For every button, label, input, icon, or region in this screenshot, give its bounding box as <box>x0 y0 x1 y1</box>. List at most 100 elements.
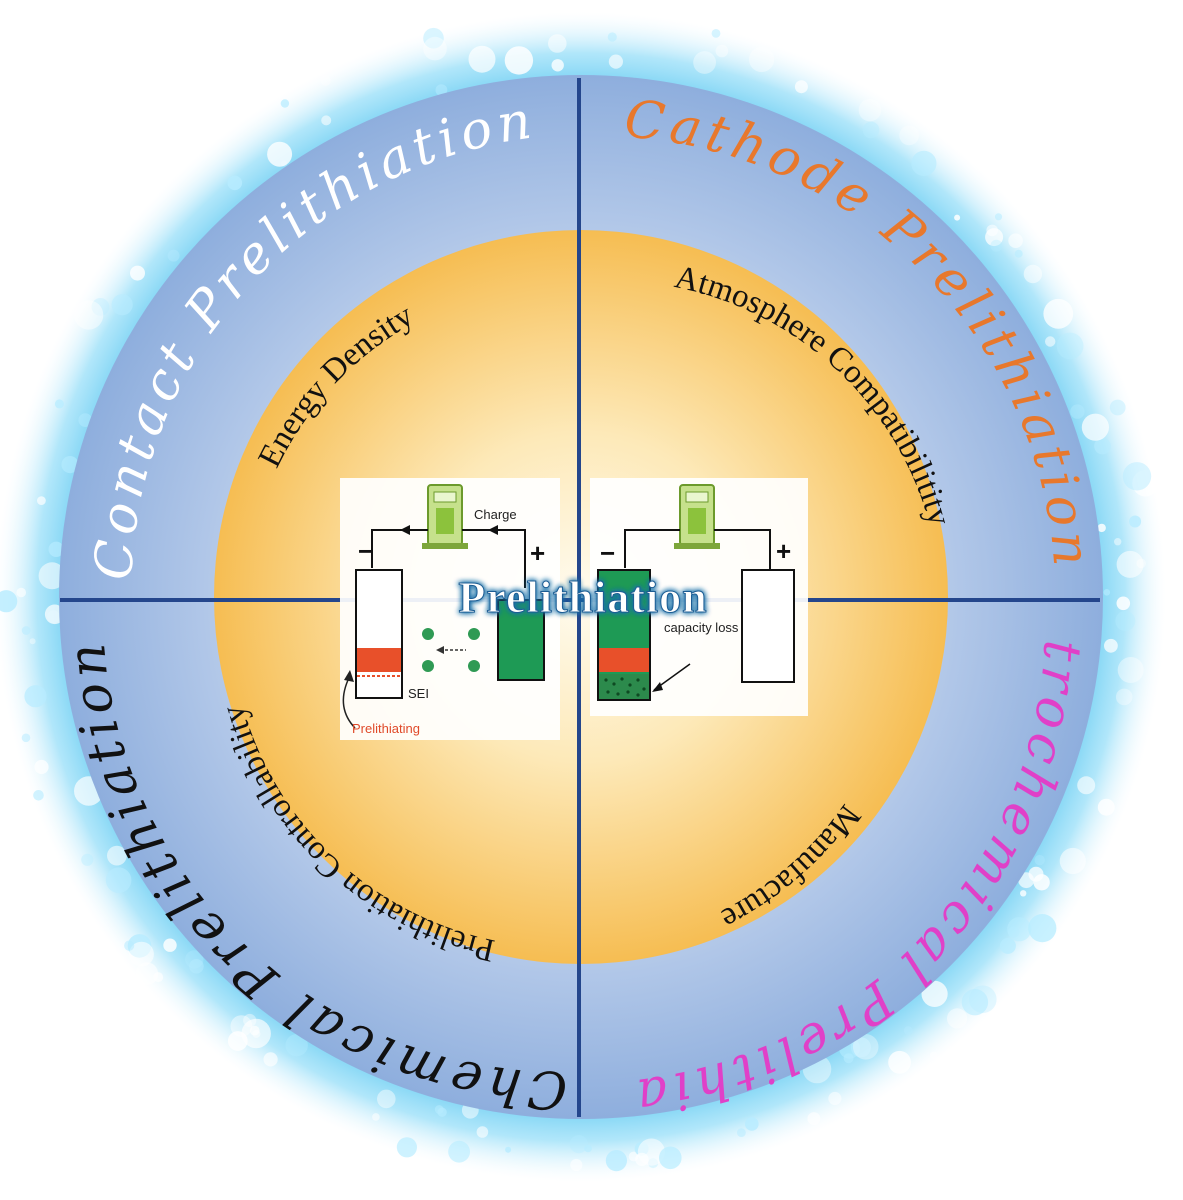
bubble <box>1008 233 1023 248</box>
bubble <box>794 80 808 94</box>
bubble <box>1122 462 1152 491</box>
bubble <box>548 34 567 53</box>
bubble <box>227 1031 248 1051</box>
bubble <box>153 972 164 983</box>
bubble <box>468 45 496 73</box>
bubble <box>961 989 989 1016</box>
bubble <box>715 44 729 58</box>
anode-electrode <box>355 569 403 699</box>
bubble <box>1033 874 1050 891</box>
bubble <box>61 456 79 474</box>
bubble <box>570 1158 583 1172</box>
bubble <box>1114 538 1122 546</box>
bubble <box>0 590 18 613</box>
bubble <box>227 175 243 191</box>
bubble <box>569 1135 588 1154</box>
bubble <box>899 125 919 146</box>
bubble <box>21 733 31 743</box>
bubble <box>321 115 332 126</box>
wire-right <box>462 529 526 588</box>
bubble <box>1097 523 1106 533</box>
bubble <box>1136 558 1146 569</box>
arrow-icon <box>488 525 498 535</box>
bubble <box>91 298 110 316</box>
bubble <box>16 587 27 598</box>
battery-schematic-right: − + capacity loss <box>590 478 808 716</box>
bubble <box>81 853 94 866</box>
bubble <box>167 249 180 262</box>
bubble <box>749 46 775 73</box>
bubble <box>947 1008 968 1029</box>
bubble <box>921 980 948 1008</box>
bubble <box>608 54 624 69</box>
bubble <box>1056 332 1084 360</box>
bubble <box>985 228 1004 247</box>
bubble <box>285 1034 308 1057</box>
bubble <box>423 27 444 49</box>
bubble <box>1007 917 1032 942</box>
bubble <box>807 1112 821 1126</box>
bubble <box>711 29 721 38</box>
lithium-ion-icon <box>468 660 480 672</box>
prelithiating-label: Prelithiating <box>352 721 420 736</box>
bubble <box>396 1137 417 1158</box>
bubble <box>584 1144 592 1153</box>
bubble-decoration <box>0 27 1159 1172</box>
bubble <box>999 937 1016 954</box>
bubble <box>637 1138 666 1166</box>
capacity-loss-layer <box>599 674 649 699</box>
bubble <box>911 150 937 176</box>
lithium-layer <box>599 648 649 672</box>
bubble <box>1014 249 1023 258</box>
bubble <box>437 1107 447 1117</box>
bubble <box>1115 611 1136 631</box>
bubble <box>607 32 617 42</box>
bubble <box>505 1146 512 1153</box>
prelithiated-layer <box>357 648 401 672</box>
bubble <box>37 496 46 505</box>
bubble <box>1097 798 1115 816</box>
lithium-ion-icon <box>422 628 434 640</box>
bubble <box>843 1053 854 1064</box>
bubble <box>377 1089 396 1109</box>
lithium-ion-icon <box>422 660 434 672</box>
bubble <box>185 950 204 969</box>
minus-sign: − <box>358 536 373 566</box>
arrow-icon <box>400 525 410 535</box>
bubble <box>189 959 204 974</box>
center-title: Prelithiation <box>458 573 707 622</box>
bubble <box>163 938 177 952</box>
bubble <box>107 845 127 866</box>
bubble <box>903 1026 913 1035</box>
bubble <box>54 399 64 409</box>
bubble <box>21 626 31 635</box>
bubble <box>850 1037 872 1058</box>
cathode-electrode <box>497 599 545 681</box>
bubble <box>888 1050 911 1074</box>
bubble <box>24 685 47 708</box>
bubble <box>111 294 133 316</box>
battery-schematic-left: Charge − + SEI Prelithiating <box>340 478 560 740</box>
bubble <box>551 59 564 72</box>
bubble <box>267 141 293 167</box>
bubble <box>852 1034 879 1060</box>
bubble <box>1043 298 1074 329</box>
bubble <box>828 1091 842 1106</box>
charger-icon <box>674 484 720 549</box>
wire-right <box>714 529 771 570</box>
bubble <box>1104 638 1118 653</box>
bubble <box>1109 399 1126 416</box>
bubble <box>1129 515 1142 528</box>
bubble <box>1116 550 1144 578</box>
cathode-electrode <box>741 569 795 683</box>
bubble <box>320 75 331 86</box>
bubble <box>1077 776 1096 795</box>
bubble <box>1094 437 1111 455</box>
bubble <box>1028 914 1057 943</box>
bubble <box>1115 688 1133 706</box>
bubble <box>1116 596 1131 611</box>
bubble <box>38 562 66 590</box>
bubble <box>372 1113 380 1121</box>
bubble <box>737 1128 746 1137</box>
